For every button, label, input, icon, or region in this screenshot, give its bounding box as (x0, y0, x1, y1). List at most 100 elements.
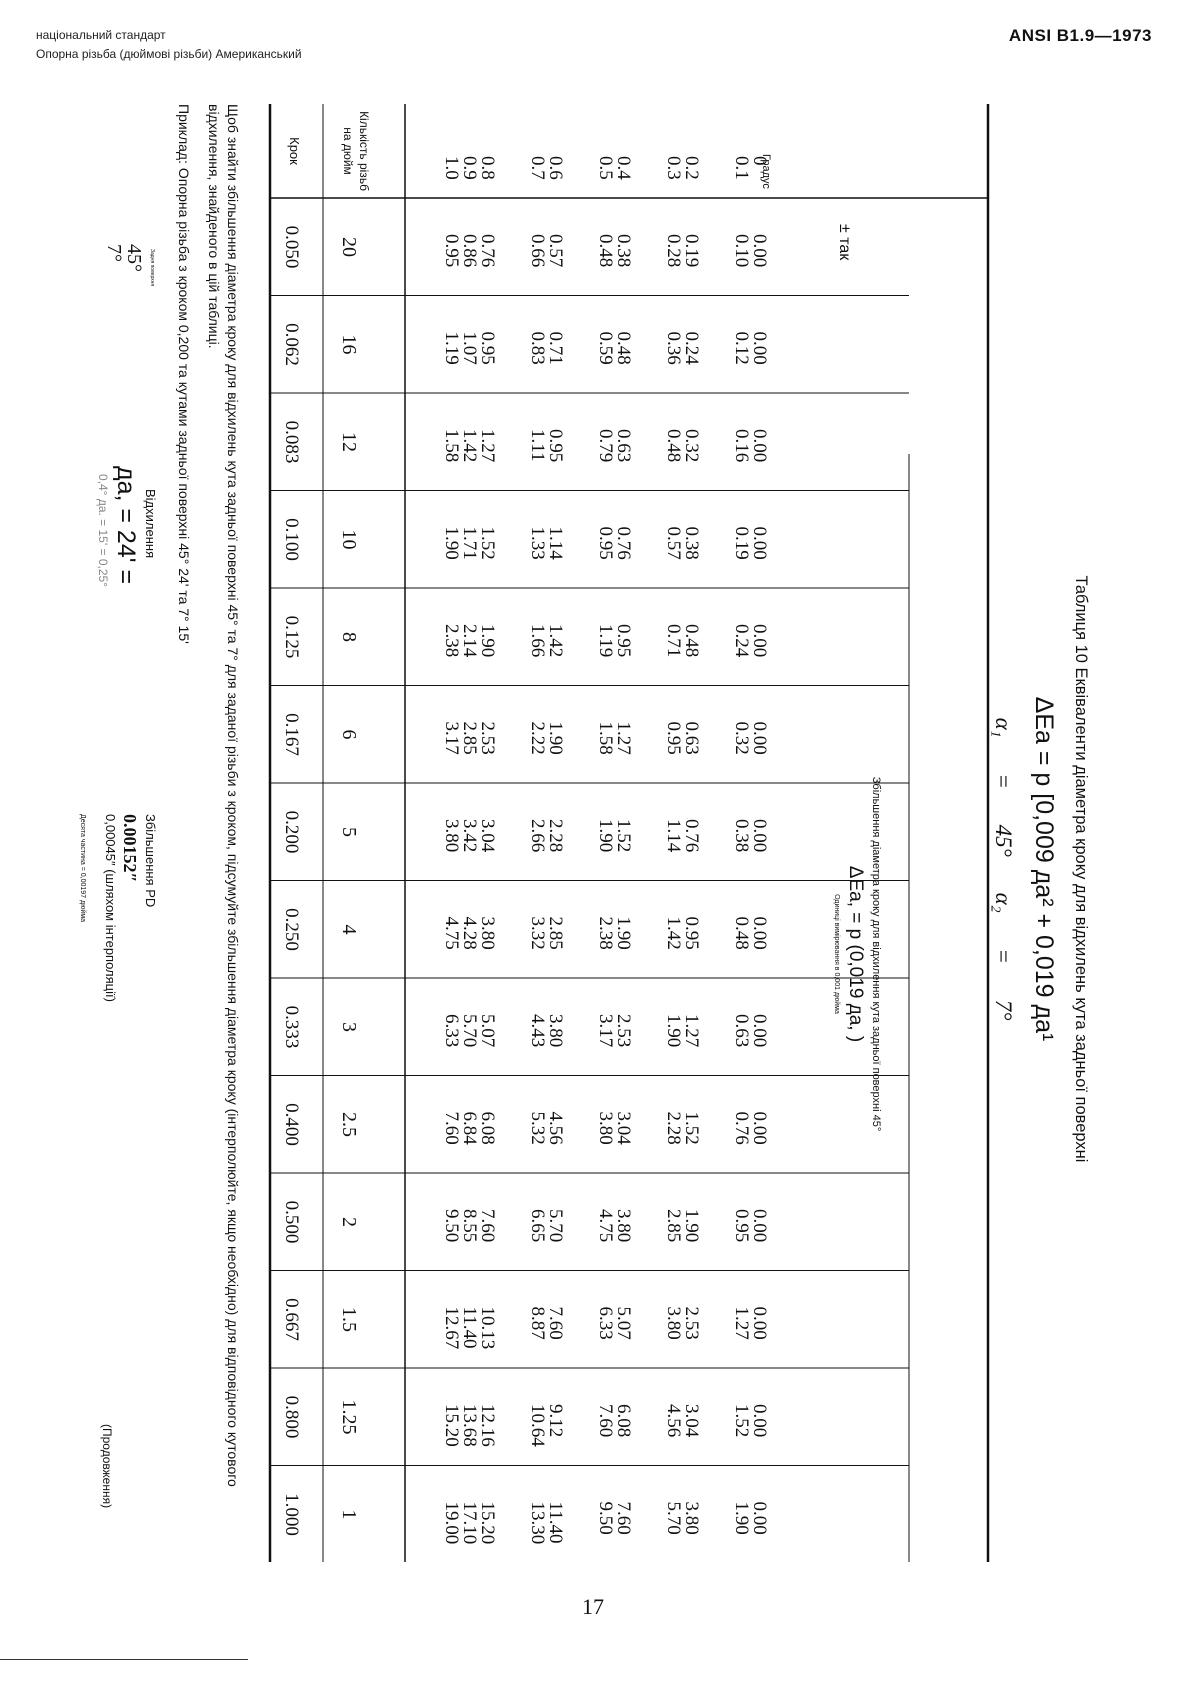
table-cell: 1.90 (545, 721, 566, 755)
example-text: Приклад: Опорна різьба з кроком 0,200 та… (176, 104, 192, 644)
table-cell: 0.63 (681, 721, 702, 755)
row-label: 0.7 (527, 156, 548, 180)
pd-increase-sub: 0,00045″ (шляхом інтерполяції) (103, 814, 118, 1002)
table-cell: 1.27 (477, 429, 498, 463)
pm-label: ± так (836, 224, 853, 261)
table-cell: 0.48 (681, 624, 702, 658)
column-heading-units: Одиниці вимірювання в 0,001 дюйма (833, 894, 840, 1014)
table-cell: 1.90 (681, 1209, 702, 1243)
table-cell: 5.70 (663, 1501, 684, 1535)
table-cell: 3.04 (477, 819, 498, 853)
table-cell: 0.48 (663, 429, 684, 463)
table-cell: 0.00 (749, 721, 770, 755)
threads-per-inch-value: 1 (338, 1509, 360, 1520)
continued-label: (Продовження) (100, 1424, 114, 1509)
table-cell: 5.32 (527, 1111, 548, 1145)
table-cell: 1.14 (663, 819, 684, 853)
table-cell: 7.60 (441, 1111, 462, 1145)
table-cell: 0.00 (749, 1306, 770, 1340)
table-cell: 1.42 (663, 916, 684, 950)
table-cell: 2.85 (459, 721, 480, 755)
table-cell: 8.55 (459, 1209, 480, 1243)
table-cell: 17.10 (459, 1501, 480, 1545)
pitch-value: 0.200 (281, 810, 302, 854)
table-cell: 3.80 (663, 1306, 684, 1340)
rear-surface-label: Задня поверхня (149, 249, 155, 287)
table-cell: 0.71 (545, 331, 566, 365)
table-cell: 0.76 (731, 1111, 752, 1145)
table-cell: 1.27 (731, 1306, 752, 1340)
table-cell: 1.11 (527, 429, 548, 462)
pitch-value: 0.125 (281, 615, 302, 659)
table-cell: 19.00 (441, 1501, 462, 1545)
table-cell: 4.56 (663, 1404, 684, 1438)
deviation-sub: 0,4° да. = 15' = 0,25° (96, 474, 110, 587)
table-cell: 3.80 (477, 916, 498, 950)
table-cell: 1.58 (595, 721, 616, 755)
table-cell: 10.64 (527, 1404, 548, 1447)
table-cell: 0.57 (545, 234, 566, 268)
table-cell: 1.71 (459, 526, 480, 560)
table-cell: 1.90 (441, 526, 462, 560)
table-cell: 0.95 (441, 234, 462, 268)
table-cell: 3.17 (595, 1014, 616, 1048)
table-cell: 2.38 (441, 624, 462, 658)
example-angle-1: 45° (123, 244, 145, 272)
table-cell: 6.33 (441, 1014, 462, 1048)
threads-per-inch-value: 2.5 (338, 1112, 360, 1137)
row-label: 0.2 (681, 156, 702, 180)
table-cell: 1.90 (663, 1014, 684, 1048)
table-cell: 0.12 (731, 331, 752, 365)
threads-per-inch-value: 8 (338, 632, 360, 642)
row-label: 0.4 (613, 156, 634, 180)
pitch-value: 0.667 (281, 1298, 302, 1341)
table-cell: 7.60 (595, 1404, 616, 1438)
table-cell: 2.66 (527, 819, 548, 853)
table-cell: 0.00 (749, 1014, 770, 1048)
threads-per-inch-value: 12 (338, 432, 360, 452)
table-cell: 1.90 (477, 624, 498, 658)
table-cell: 0.24 (731, 624, 752, 658)
pitch-label: Крок (287, 137, 302, 165)
pitch-value: 0.167 (281, 713, 302, 756)
table-cell: 0.19 (681, 234, 702, 268)
table-cell: 5.07 (477, 1014, 498, 1048)
table-grid (268, 104, 990, 1562)
table-cell: 15.20 (441, 1404, 462, 1447)
deviation-main: да, = 24' = (112, 466, 140, 585)
table-cell: 0.76 (681, 819, 702, 853)
table-cell: 1.42 (459, 429, 480, 463)
table-cell: 1.27 (613, 721, 634, 755)
pd-increase-main: 0.00152″ (120, 814, 140, 883)
threads-per-inch-value: 1.5 (338, 1307, 360, 1332)
table-cell: 1.42 (545, 624, 566, 658)
table-cell: 1.14 (545, 526, 566, 560)
row-label: 0.3 (663, 156, 684, 180)
table-cell: 0.86 (459, 234, 480, 268)
table-cell: 1.90 (613, 916, 634, 950)
